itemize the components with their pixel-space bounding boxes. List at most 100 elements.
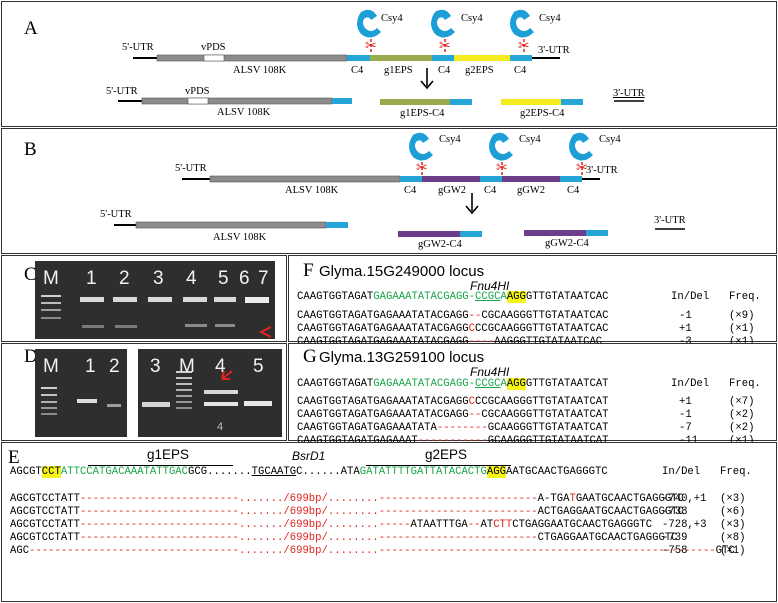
gel-d-lane-m: M <box>43 356 59 377</box>
panel-g-col-indel: In/Del <box>671 378 710 390</box>
gel-c-lane-7: 7 <box>258 268 269 289</box>
panel-c-label: C <box>24 264 37 285</box>
panel-e-seq-4: AGCGTCCTATT-------------------------....… <box>10 532 678 544</box>
panel-e-g1-line <box>88 465 233 466</box>
panel-a-vpds: vPDS <box>201 42 226 53</box>
panel-f-locus: Glyma.15G249000 locus <box>319 263 485 280</box>
panel-g-indel-2: -1 <box>679 409 692 421</box>
panel-b-alsv: ALSV 108K <box>285 185 339 196</box>
svg-text:✂: ✂ <box>439 39 451 54</box>
panel-g-label: G <box>303 346 317 367</box>
panel-f-seq-1: CAAGTGGTAGATGAGAAATATACGAGG--CGCAAGGGTTG… <box>297 310 609 322</box>
gel-d-lane-m2: M <box>179 356 195 377</box>
panel-a: A ✂ ✂ ✂ <box>1 1 777 127</box>
panel-c: C M 1 2 3 4 5 6 7 <box>1 255 287 342</box>
panel-e-seq-1: AGCGTCCTATT-------------------------....… <box>10 493 684 505</box>
panel-e-seq-5: AGC---------------------------------....… <box>10 545 735 557</box>
panel-b-prod-gw2b: gGW2-C4 <box>545 238 589 249</box>
svg-text:✂: ✂ <box>416 161 428 176</box>
panel-b-prod-alsv: ALSV 108K <box>213 232 267 243</box>
panel-e-g1: g1EPS <box>147 447 190 462</box>
panel-b-diagram: ✂ ✂ ✂ <box>114 132 685 237</box>
panel-a-g2: g2EPS <box>465 65 494 76</box>
panel-a-g1: g1EPS <box>384 65 413 76</box>
panel-a-csy4-3: Csy4 <box>539 13 561 24</box>
panel-b-c4-2: C4 <box>484 185 497 196</box>
panel-e-indel-3: -728,+3 <box>662 519 707 531</box>
panel-b-utr5: 5'-UTR <box>175 163 207 174</box>
panel-f-indel-1: -1 <box>679 310 692 322</box>
panel-f-freq-1: (×9) <box>729 310 755 322</box>
csy4-cut-1: ✂ <box>357 9 381 54</box>
panel-g-indel-3: -7 <box>679 422 692 434</box>
panel-f-ref: CAAGTGGTAGATGAGAAATATACGAGG-CCGCAAGGGTTG… <box>297 291 609 303</box>
panel-a-prod-utr5: 5'-UTR <box>106 86 138 97</box>
panel-b-c4-3: C4 <box>567 185 580 196</box>
panel-e-indel-1: -740,+1 <box>662 493 707 505</box>
panel-b-csy4-1: Csy4 <box>439 134 461 145</box>
panel-a-prod-alsv: ALSV 108K <box>217 107 271 118</box>
panel-g-freq-2: (×2) <box>729 409 755 421</box>
gel-d-lane-4: 4 <box>215 356 226 377</box>
panel-b-utr3: 3'-UTR <box>586 165 618 176</box>
gel-c-lane-3: 3 <box>153 268 164 289</box>
panel-e-col-freq: Freq. <box>720 466 752 478</box>
svg-text:✂: ✂ <box>576 161 588 176</box>
panel-e-bsrd1: BsrD1 <box>292 449 326 463</box>
panel-b-label: B <box>24 139 37 160</box>
gel-c-lane-6: 6 <box>239 268 250 289</box>
panel-e-freq-5: (×1) <box>720 545 746 557</box>
panel-f-label: F <box>303 260 314 281</box>
panel-b-csy4-3: Csy4 <box>599 134 621 145</box>
panel-f-indel-2: +1 <box>679 323 692 335</box>
gel-d-sub: 4 <box>217 421 224 433</box>
panel-a-prod-g1: g1EPS-C4 <box>400 108 445 119</box>
gel-c-lane-1: 1 <box>86 268 97 289</box>
panel-g-seq-2: CAAGTGGTAGATGAGAAATATACGAGG--CGCAAGGGTTG… <box>297 409 609 421</box>
panel-e-seq-2: AGCGTCCTATT-------------------------....… <box>10 506 684 518</box>
panel-e-indel-2: -738 <box>662 506 688 518</box>
panel-f-seq-2: CAAGTGGTAGATGAGAAATATACGAGGCCCGCAAGGGTTG… <box>297 323 609 335</box>
panel-f-col-indel: In/Del <box>671 291 710 303</box>
gel-d-lane-5: 5 <box>253 356 264 377</box>
panel-a-c4-3: C4 <box>514 65 527 76</box>
panel-b-prod-gw2a: gGW2-C4 <box>418 239 462 250</box>
panel-b: B ✂ ✂ ✂ 5'-U <box>1 128 777 254</box>
panel-f-col-freq: Freq. <box>729 291 761 303</box>
panel-b-gw2-1: gGW2 <box>438 185 466 196</box>
panel-a-utr3: 3'-UTR <box>538 45 570 56</box>
panel-a-utr5: 5'-UTR <box>122 42 154 53</box>
csy4-cut-3: ✂ <box>510 9 534 54</box>
panel-g-seq-3: CAAGTGGTAGATGAGAAATATA--------GCAAGGGTTG… <box>297 422 609 434</box>
panel-b-prod-utr5: 5'-UTR <box>100 209 132 220</box>
panel-b-csy4-2: Csy4 <box>519 134 541 145</box>
panel-e: E g1EPS BsrD1 g2EPS AGCGTCCTATTCCATGACAA… <box>1 442 777 602</box>
gel-c-lane-4: 4 <box>186 268 197 289</box>
gel-c: M 1 2 3 4 5 6 7 <box>35 261 275 339</box>
panel-e-seq-3: AGCGTCCTATT-------------------------....… <box>10 519 653 531</box>
csy4-cut-2: ✂ <box>431 9 455 54</box>
panel-a-c4-2: C4 <box>438 65 451 76</box>
svg-text:✂: ✂ <box>496 161 508 176</box>
panel-a-alsv: ALSV 108K <box>233 65 287 76</box>
panel-a-c4-1: C4 <box>351 65 364 76</box>
panel-f-freq-2: (×1) <box>729 323 755 335</box>
panel-g-seq-1: CAAGTGGTAGATGAGAAATATACGAGGCCCGCAAGGGTTG… <box>297 396 609 408</box>
panel-f-enzyme: Fnu4HI <box>470 279 510 293</box>
svg-text:✂: ✂ <box>518 39 530 54</box>
panel-e-freq-1: (×3) <box>720 493 746 505</box>
panel-e-freq-3: (×3) <box>720 519 746 531</box>
panel-a-prod-utr3: 3'-UTR <box>613 88 645 99</box>
svg-text:✂: ✂ <box>365 39 377 54</box>
panel-a-csy4-1: Csy4 <box>381 13 403 24</box>
panel-g-indel-1: +1 <box>679 396 692 408</box>
panel-b-prod-utr3: 3'-UTR <box>654 215 686 226</box>
panel-a-label: A <box>24 18 38 39</box>
gel-c-lane-2: 2 <box>119 268 130 289</box>
csy4-cut-b2: ✂ <box>489 132 513 176</box>
panel-a-prod-g2: g2EPS-C4 <box>520 108 565 119</box>
panel-g-freq-1: (×7) <box>729 396 755 408</box>
panel-e-label: E <box>8 447 20 468</box>
panel-g-col-freq: Freq. <box>729 378 761 390</box>
panel-d: D M 1 2 3 M 4 <box>1 343 287 441</box>
